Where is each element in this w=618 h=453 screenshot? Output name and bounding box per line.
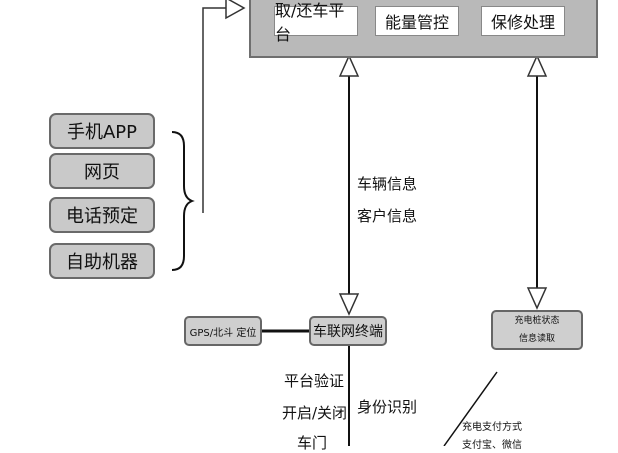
- channel-phone-booking[interactable]: 电话预定: [49, 197, 155, 233]
- gps-beidou-box[interactable]: GPS/北斗 定位: [184, 316, 262, 346]
- platform-verify-label: 平台验证: [284, 372, 345, 390]
- channel-self-service-machine[interactable]: 自助机器: [49, 243, 155, 279]
- channel-webpage[interactable]: 网页: [49, 153, 155, 189]
- payment-methods-label: 支付宝、微信: [462, 440, 522, 451]
- charger-status-line2: 信息读取: [518, 334, 555, 344]
- channel-mobile-app[interactable]: 手机APP: [49, 113, 155, 149]
- vehicle-info-label: 车辆信息: [357, 175, 418, 193]
- identity-label: 身份识别: [357, 398, 418, 416]
- charger-status-line1: 充电桩状态: [514, 316, 560, 326]
- energy-control-button[interactable]: 能量管控: [375, 6, 459, 36]
- channel-to-platform-arrow: [202, 7, 230, 213]
- diagonal-line: [443, 371, 498, 446]
- charger-status-box[interactable]: 充电桩状态 信息读取: [491, 310, 583, 350]
- charging-payment-label: 充电支付方式: [462, 422, 522, 433]
- channel-brace: [171, 131, 195, 271]
- pickup-return-platform-button[interactable]: 取/还车平台: [274, 1, 358, 44]
- customer-info-label: 客户信息: [357, 207, 418, 225]
- door-label: 车门: [297, 434, 328, 452]
- telematics-terminal-box[interactable]: 车联网终端: [309, 316, 387, 346]
- platform-panel: 取/还车平台 能量管控 保修处理: [249, 0, 598, 58]
- repair-handling-button[interactable]: 保修处理: [481, 6, 565, 36]
- open-close-label: 开启/关闭: [282, 404, 348, 422]
